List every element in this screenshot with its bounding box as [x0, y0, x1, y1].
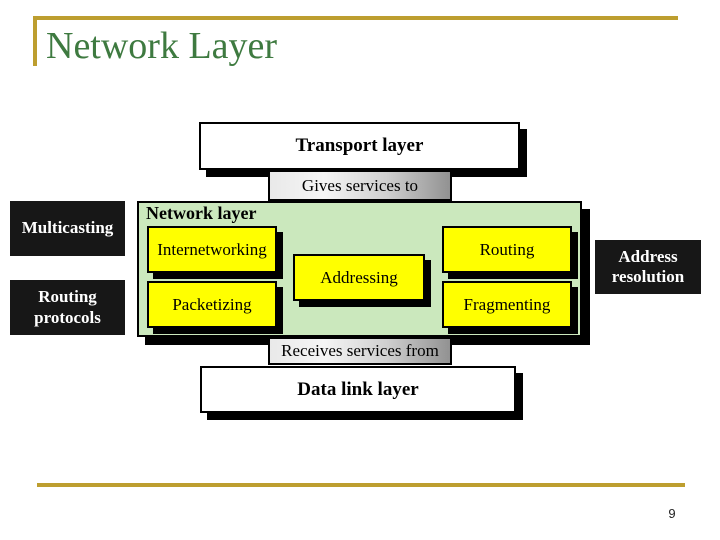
receives-services-connector: Receives services from [268, 337, 452, 365]
module-packetizing: Packetizing [147, 281, 277, 328]
title-accent-bar [33, 16, 37, 66]
network-layer-label: Network layer [146, 203, 257, 223]
module-internetworking: Internetworking [147, 226, 277, 273]
address-resolution-label: Address resolution [611, 246, 685, 286]
module-fragmenting: Fragmenting [442, 281, 572, 328]
page-title: Network Layer [46, 25, 278, 67]
side-box-routing-protocols: Routing protocols [10, 280, 125, 335]
module-routing: Routing [442, 226, 572, 273]
slide-page-number: 9 [668, 506, 676, 521]
gives-services-label: Gives services to [301, 175, 419, 195]
transport-layer-label: Transport layer [295, 135, 424, 156]
side-box-address-resolution: Address resolution [595, 240, 701, 294]
routing-label: Routing [479, 239, 535, 259]
internetworking-label: Internetworking [157, 239, 267, 259]
gives-services-connector: Gives services to [268, 170, 452, 201]
packetizing-label: Packetizing [172, 294, 252, 314]
receives-services-label: Receives services from [281, 341, 439, 360]
data-link-layer-box: Data link layer [200, 366, 516, 413]
fragmenting-label: Fragmenting [463, 294, 551, 314]
side-box-multicasting: Multicasting [10, 201, 125, 256]
addressing-label: Addressing [320, 267, 398, 287]
routing-protocols-label: Routing protocols [34, 287, 101, 327]
multicasting-label: Multicasting [21, 218, 114, 238]
data-link-layer-label: Data link layer [297, 378, 419, 400]
transport-layer-box: Transport layer [199, 122, 520, 170]
footer-rule [37, 483, 685, 487]
title-top-rule [33, 16, 678, 20]
module-addressing: Addressing [293, 254, 425, 301]
